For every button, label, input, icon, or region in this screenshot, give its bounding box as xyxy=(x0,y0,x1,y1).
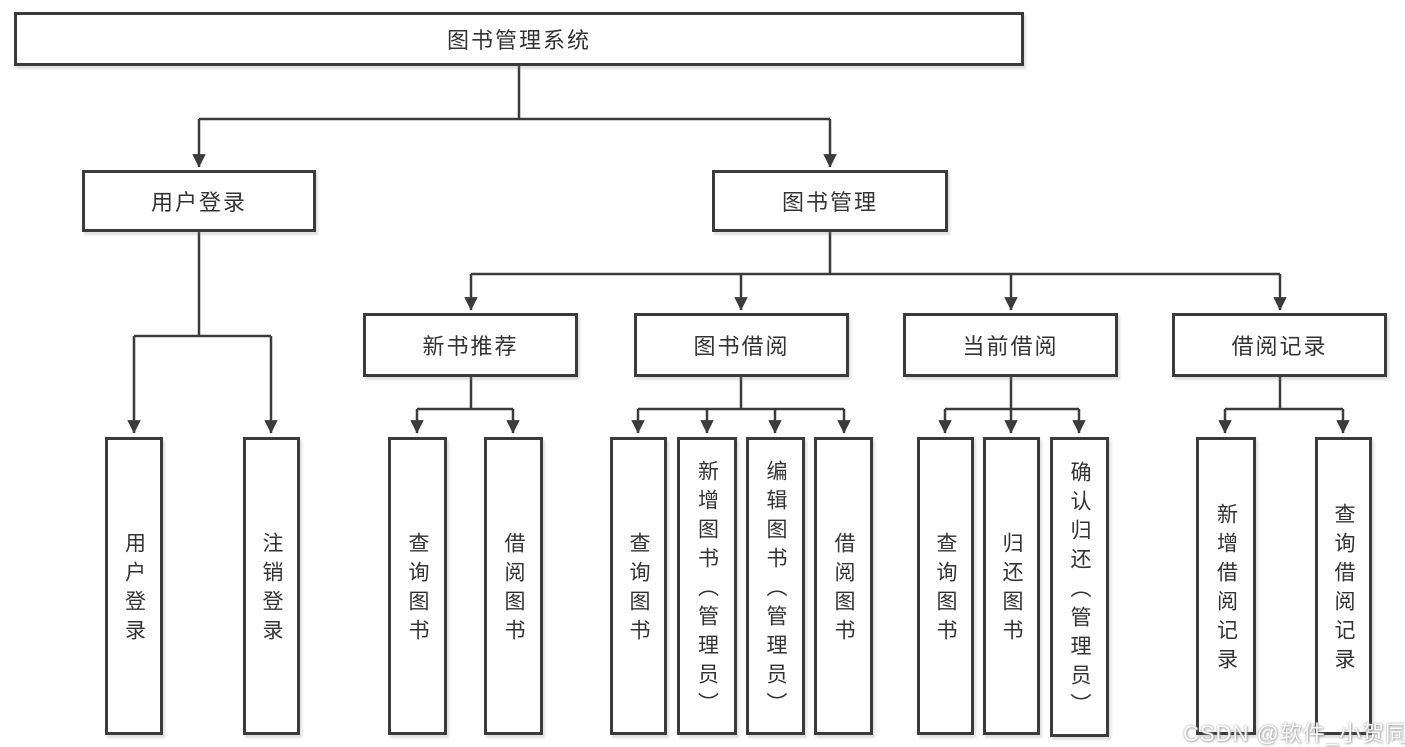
leaf-add-book-admin: 新增图书（管理员） xyxy=(677,437,737,735)
connector-borrow-records-split xyxy=(1225,377,1343,411)
node-current-borrow: 当前借阅 xyxy=(903,313,1118,377)
connector-root-split xyxy=(199,66,830,121)
connector-new-book-rec-split xyxy=(417,377,513,411)
node-user-login: 用户登录 xyxy=(82,170,316,232)
connector-book-mgmt-split xyxy=(471,232,1280,276)
node-borrow-records: 借阅记录 xyxy=(1172,313,1387,377)
node-new-book-rec: 新书推荐 xyxy=(363,313,578,377)
leaf-query-borrow-record: 查询借阅记录 xyxy=(1315,437,1372,735)
node-root: 图书管理系统 xyxy=(14,12,1024,66)
leaf-confirm-return-admin: 确认归还（管理员） xyxy=(1050,437,1109,737)
node-book-mgmt: 图书管理 xyxy=(712,170,948,232)
leaf-return-book: 归还图书 xyxy=(983,437,1040,735)
leaf-borrow-book-1: 借阅图书 xyxy=(484,437,543,735)
connector-current-borrow-split xyxy=(945,377,1079,411)
leaf-borrow-book-2: 借阅图书 xyxy=(814,437,873,735)
connector-book-borrow-split xyxy=(638,377,844,411)
leaf-user-login: 用户登录 xyxy=(105,437,163,735)
watermark: CSDN @软件_小贺同学 xyxy=(1183,721,1405,746)
leaf-query-book-3: 查询图书 xyxy=(917,437,974,735)
node-book-borrow: 图书借阅 xyxy=(634,313,849,377)
leaf-add-borrow-record: 新增借阅记录 xyxy=(1196,437,1256,735)
leaf-query-book-1: 查询图书 xyxy=(388,437,447,735)
leaf-edit-book-admin: 编辑图书（管理员） xyxy=(746,437,805,735)
leaf-query-book-2: 查询图书 xyxy=(610,437,667,735)
connector-user-login-split xyxy=(134,232,271,338)
leaf-logout: 注销登录 xyxy=(243,437,300,735)
